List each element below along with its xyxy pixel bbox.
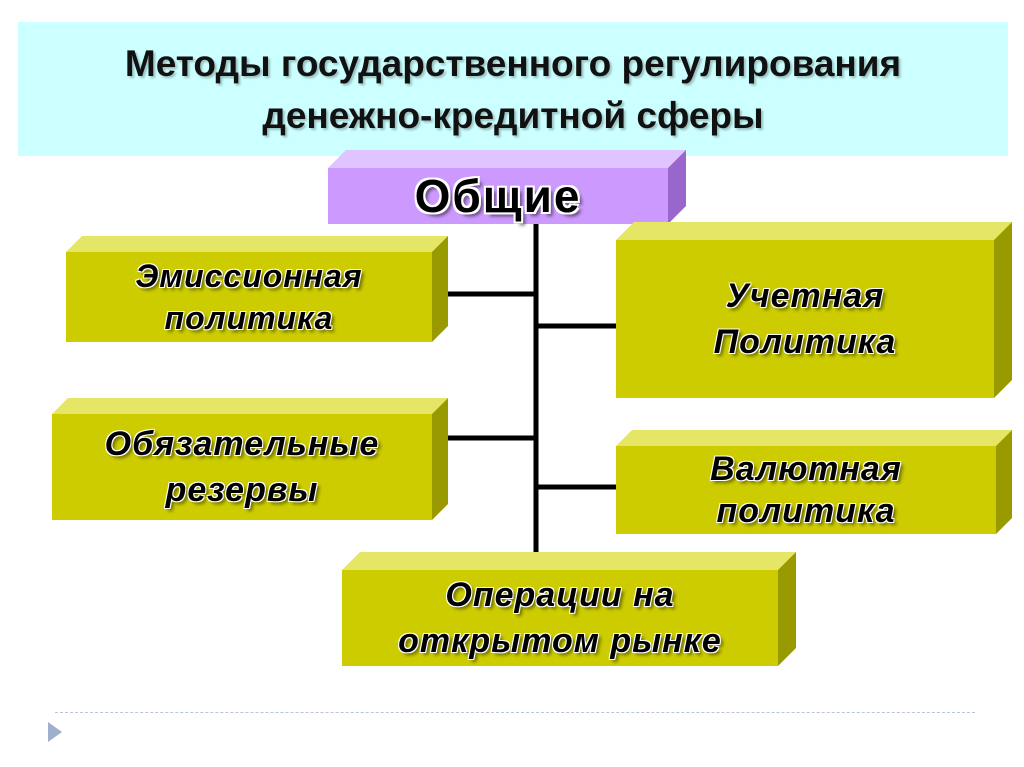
emission-policy-box: Эмиссионная политика — [66, 236, 450, 342]
general-box: Общие — [328, 150, 688, 224]
required-reserves-box: Обязательные резервы — [52, 398, 450, 520]
open-market-box: Операции на открытом рынке — [342, 552, 798, 666]
title-line-2: денежно-кредитной сферы — [262, 95, 764, 136]
footer-divider — [55, 712, 975, 713]
slide-title: Методы государственного регулирования де… — [18, 38, 1008, 142]
title-band — [18, 22, 1008, 156]
required-reserves-label: Обязательные резервы — [104, 425, 380, 509]
open-market-label: Операции на открытом рынке — [398, 576, 722, 660]
currency-policy-box: Валютная политика — [616, 430, 1014, 534]
discount-policy-box: Учетная Политика — [616, 222, 1014, 398]
emission-policy-label: Эмиссионная политика — [135, 258, 363, 336]
title-line-1: Методы государственного регулирования — [124, 43, 902, 84]
general-label: Общие — [414, 170, 582, 222]
discount-policy-label: Учетная Политика — [713, 277, 897, 361]
play-arrow-icon — [48, 722, 62, 742]
currency-policy-label: Валютная политика — [710, 450, 902, 530]
